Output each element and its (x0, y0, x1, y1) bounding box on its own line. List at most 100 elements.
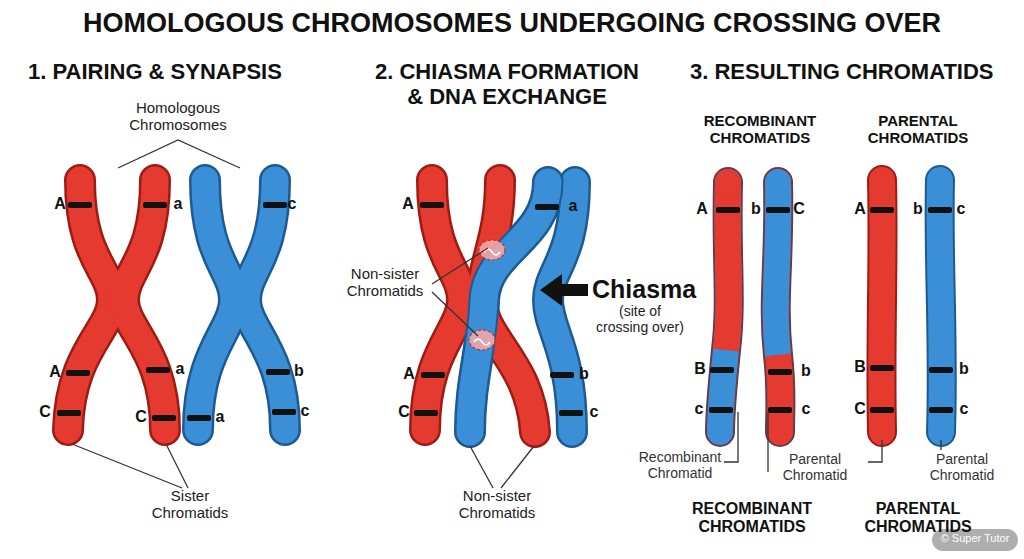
red-chromatid (425, 180, 462, 430)
red-chromatid (124, 180, 165, 430)
gene-label: b (906, 200, 930, 218)
gene-label: c (582, 403, 606, 421)
gene-label: A (397, 365, 421, 383)
chromatid-outline (124, 180, 165, 430)
leader-lines (72, 140, 941, 488)
gene-band (768, 369, 792, 375)
chromosome-fills (425, 180, 575, 432)
chromosome-outlines (68, 180, 285, 430)
chromatid-outline (198, 180, 234, 430)
blue-tip (765, 169, 791, 195)
gene-band (928, 207, 952, 213)
chromatid-outline (246, 180, 285, 430)
callout-label: Recombinant Chromatid (620, 450, 740, 481)
column-footer: RECOMBINANT CHROMATIDS (662, 500, 842, 536)
gene-label: C (392, 403, 416, 421)
gene-band (550, 372, 574, 378)
gene-label: c (949, 200, 973, 218)
gene-band (57, 410, 81, 416)
gene-label: b (287, 362, 311, 380)
blue-chromatid (198, 180, 234, 430)
bracket-line (868, 440, 882, 462)
gene-label: b (794, 362, 818, 380)
leader-line (72, 444, 182, 488)
gene-band (421, 372, 445, 378)
chiasma-mark (479, 240, 505, 260)
gene-label: C (787, 200, 811, 218)
gene-label: A (48, 195, 72, 213)
gene-band (420, 202, 444, 208)
gene-label: A (848, 200, 872, 218)
column-heading: PARENTAL CHROMATIDS (858, 113, 978, 147)
gene-band (266, 369, 290, 375)
gene-label: A (690, 200, 714, 218)
bracket-line (724, 412, 738, 462)
column-heading: RECOMBINANT CHROMATIDS (675, 113, 845, 147)
chromatid-fills (715, 169, 942, 432)
column-footer: PARENTAL CHROMATIDS (848, 500, 988, 536)
gene-band (870, 407, 894, 413)
gene-band (535, 204, 559, 210)
chiasma-label: Chiasma (592, 275, 722, 303)
leader-line (432, 292, 478, 336)
gene-label: c (952, 400, 976, 418)
leader-line (432, 248, 488, 284)
gene-band (709, 407, 733, 413)
exchange-squiggle (474, 339, 490, 345)
gene-label: C (129, 408, 153, 426)
watermark: © Super Tutor (930, 532, 1020, 544)
chromosome-outlines (425, 180, 575, 432)
gene-label: a (168, 360, 192, 378)
blue-chromatid (470, 182, 548, 432)
gene-label: b (572, 365, 596, 383)
chromatid-outline (940, 180, 942, 432)
gene-band (146, 367, 170, 373)
callout-label: Parental Chromatid (760, 452, 870, 483)
callout-label: Sister Chromatids (140, 488, 240, 522)
gene-band (710, 367, 734, 373)
bracket-line (767, 412, 768, 472)
gene-band (414, 410, 438, 416)
gene-band (870, 365, 894, 371)
gene-band (559, 410, 583, 416)
gene-label: a (561, 197, 585, 215)
red-segment (776, 182, 781, 432)
gene-label: c (794, 400, 818, 418)
leader-line (501, 446, 534, 488)
callout-label: Non-sister Chromatids (447, 488, 547, 522)
gene-band (187, 415, 211, 421)
gene-band (768, 407, 792, 413)
blue-segment (720, 182, 729, 432)
gene-band (66, 370, 90, 376)
gene-band (929, 407, 953, 413)
gene-label: c (687, 400, 711, 418)
callout-label: Non-sister Chromatids (335, 266, 435, 300)
callout-note: (site of crossing over) (594, 304, 686, 335)
callout-label: Parental Chromatid (907, 452, 1017, 483)
diagram-title: HOMOLOGOUS CHROMOSOMES UNDERGOING CROSSI… (7, 8, 1017, 38)
gene-band (152, 415, 176, 421)
exchange-squiggle (484, 249, 500, 255)
gene-label: a (208, 408, 232, 426)
gene-bands (57, 202, 953, 421)
leader-line (470, 446, 493, 488)
gene-band (716, 207, 740, 213)
chromatid-outline (881, 180, 882, 432)
gene-label: c (280, 195, 304, 213)
blue-chromatid (940, 180, 942, 432)
chromosome-fills (68, 180, 285, 430)
section-heading: 3. RESULTING CHROMATIDS (690, 60, 1020, 85)
chromatid-outline (68, 180, 112, 430)
red-chromatid (881, 180, 882, 432)
gene-band (68, 202, 92, 208)
gene-band (929, 367, 953, 373)
gene-label: C (848, 400, 872, 418)
gene-label: B (848, 358, 872, 376)
gene-band (870, 207, 894, 213)
gene-label: A (43, 363, 67, 381)
chromatid-outline (776, 182, 781, 432)
section-heading: 2. CHIASMA FORMATION & DNA EXCHANGE (369, 60, 645, 109)
gene-label: b (952, 360, 976, 378)
gene-band (143, 202, 167, 208)
